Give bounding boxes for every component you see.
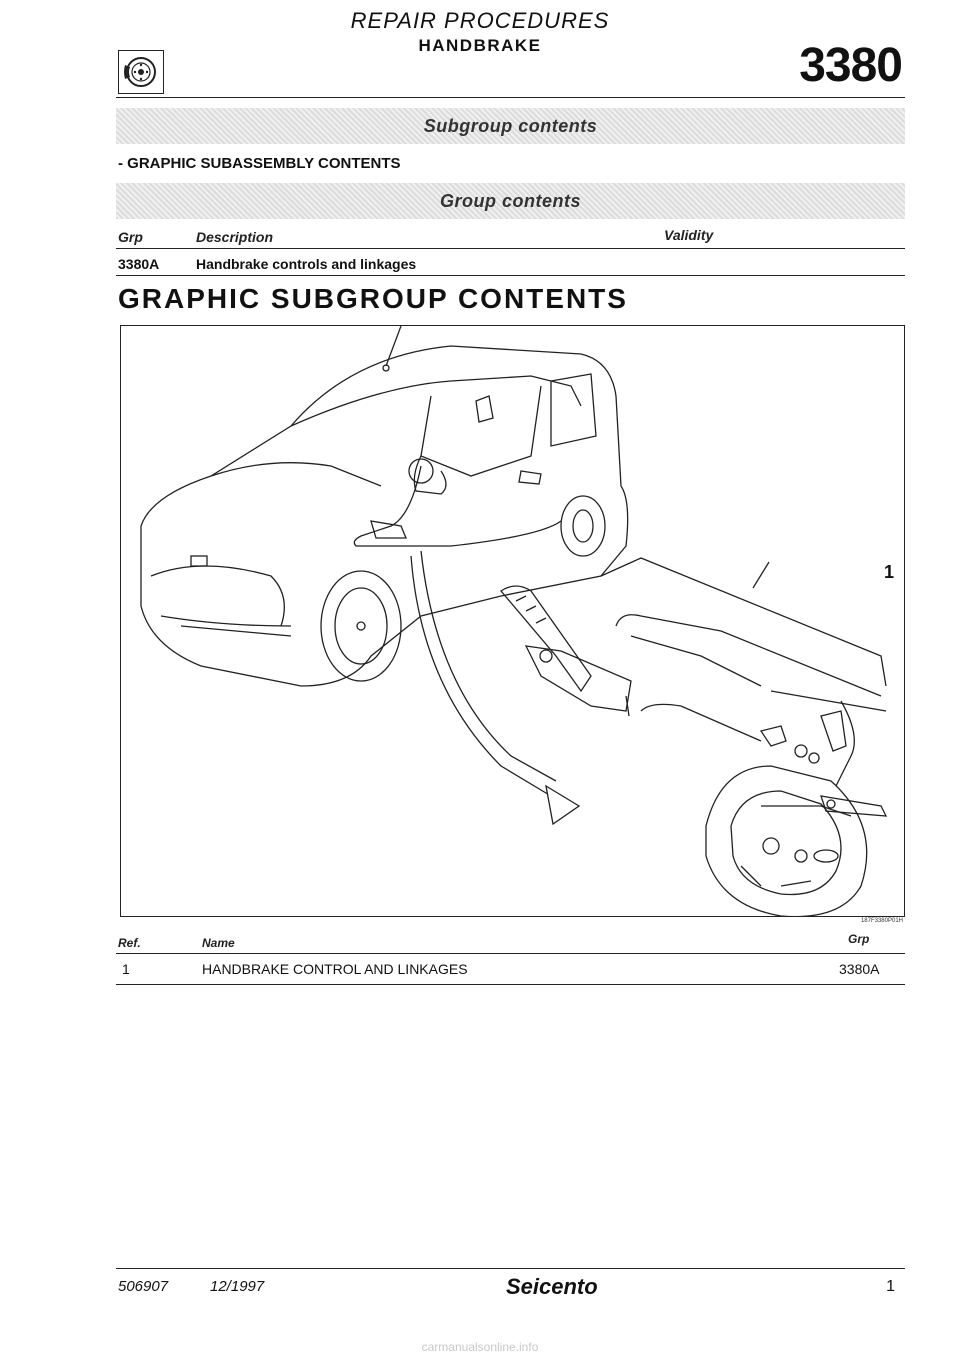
ref-table-row-ref: 1 — [122, 961, 130, 977]
graphic-title: GRAPHIC SUBGROUP CONTENTS — [118, 283, 628, 314]
ref-table-header-grp: Grp — [848, 932, 870, 946]
exploded-diagram — [120, 325, 905, 918]
group-table-row-description: Handbrake controls and linkages — [196, 256, 417, 272]
group-table-row-grp: 3380A — [118, 256, 160, 272]
car-illustration — [140, 325, 629, 687]
group-band: Group contents — [116, 183, 905, 219]
subgroup-band: Subgroup contents — [116, 108, 905, 144]
handbrake-lever — [500, 585, 632, 717]
wheel-icon — [118, 50, 164, 94]
header-subtitle: HANDBRAKE — [418, 36, 542, 55]
group-table-header-description: Description — [196, 229, 274, 245]
group-table-header-grp: Grp — [118, 229, 143, 245]
page-number: 1 — [886, 1278, 895, 1295]
group-table-rule — [116, 248, 905, 249]
ref-table-row-grp: 3380A — [839, 961, 880, 977]
header-title: REPAIR PROCEDURES — [350, 8, 610, 33]
ref-table-header-ref: Ref. — [118, 936, 141, 950]
footer-divider — [116, 1268, 905, 1269]
footer-brand: Seicento — [506, 1274, 598, 1299]
group-table-header-validity: Validity — [664, 227, 714, 243]
ref-table-row-name: HANDBRAKE CONTROL AND LINKAGES — [202, 961, 468, 977]
group-code: 3380 — [799, 39, 903, 92]
ref-table-rule — [116, 953, 905, 954]
footer-date: 12/1997 — [210, 1278, 265, 1295]
watermark: carmanualsonline.info — [421, 1340, 539, 1354]
brake-drum — [705, 765, 888, 918]
ref-table-bottom-rule — [116, 984, 905, 985]
group-table-bottom-rule — [116, 275, 905, 276]
callout-label: 1 — [884, 562, 895, 582]
footer-doc-number: 506907 — [118, 1278, 169, 1295]
header-divider — [116, 97, 905, 98]
ref-table-header-name: Name — [202, 936, 235, 950]
figure-code: 187F3380P01H — [860, 918, 903, 924]
subassembly-heading: - GRAPHIC SUBASSEMBLY CONTENTS — [118, 155, 401, 172]
